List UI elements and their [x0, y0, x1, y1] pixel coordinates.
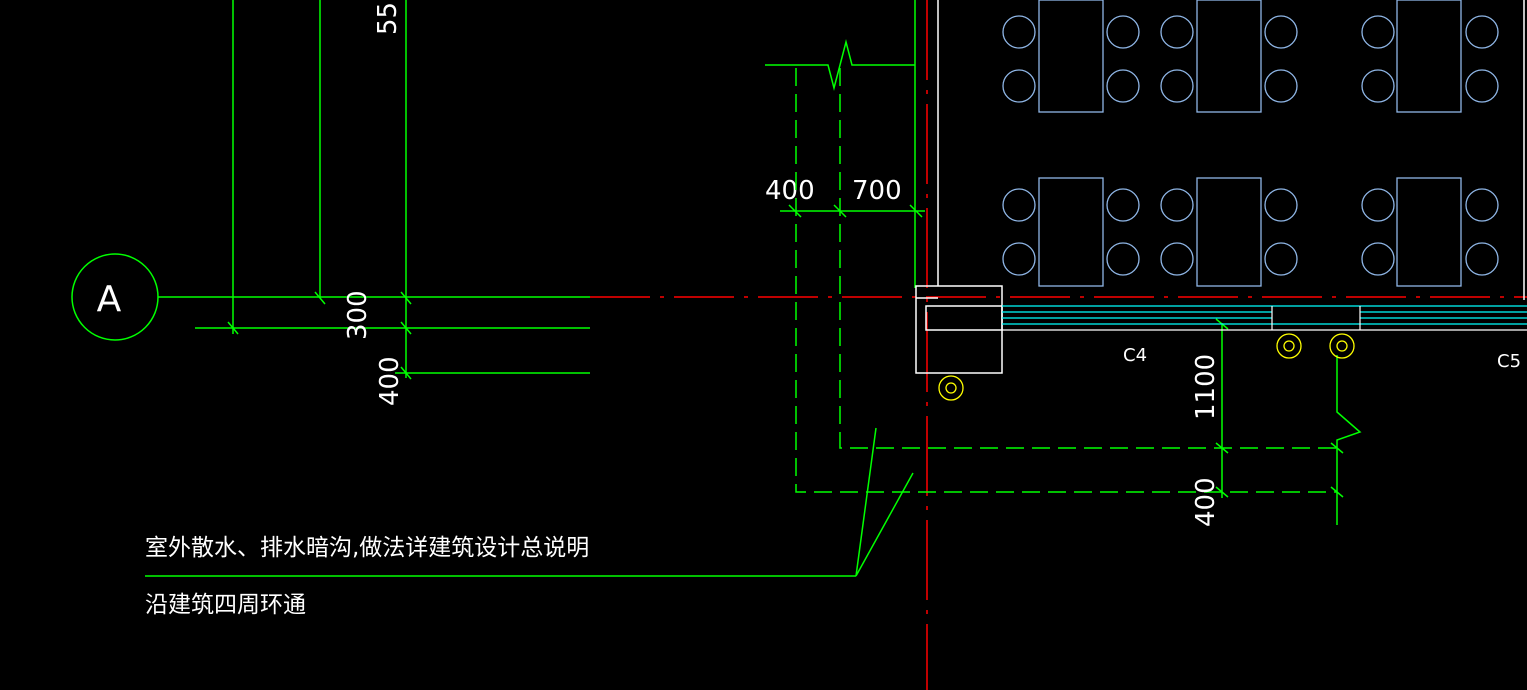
dim-label-mid-700: 700	[852, 176, 902, 206]
window-tag-c4: C4	[1123, 345, 1147, 366]
window-lines	[1002, 305, 1527, 331]
axis-line-a	[590, 0, 1527, 690]
dim-label-right-400: 400	[1191, 477, 1221, 527]
axis-bubble: A	[71, 253, 590, 341]
note-drainage: 室外散水、排水暗沟,做法详建筑设计总说明	[145, 535, 589, 561]
mid-dimension-lines	[765, 0, 925, 288]
right-dimension-lines	[1215, 318, 1362, 525]
window-tag-c5: C5	[1497, 351, 1521, 372]
dim-label-left-400: 400	[375, 356, 405, 406]
note-leader	[145, 427, 914, 577]
dim-label-55: 55	[373, 2, 403, 35]
dim-label-1100: 1100	[1191, 354, 1221, 420]
downpipe-symbols	[938, 333, 1355, 401]
dim-label-mid-400: 400	[765, 176, 815, 206]
exterior-wall	[915, 0, 1003, 374]
axis-label: A	[97, 279, 122, 320]
left-dimension-lines	[195, 0, 590, 380]
dim-label-left-300: 300	[343, 290, 373, 340]
note-perimeter: 沿建筑四周环通	[145, 592, 306, 618]
drainage-ditch-outline	[795, 68, 1337, 493]
dining-furniture	[1002, 0, 1499, 287]
